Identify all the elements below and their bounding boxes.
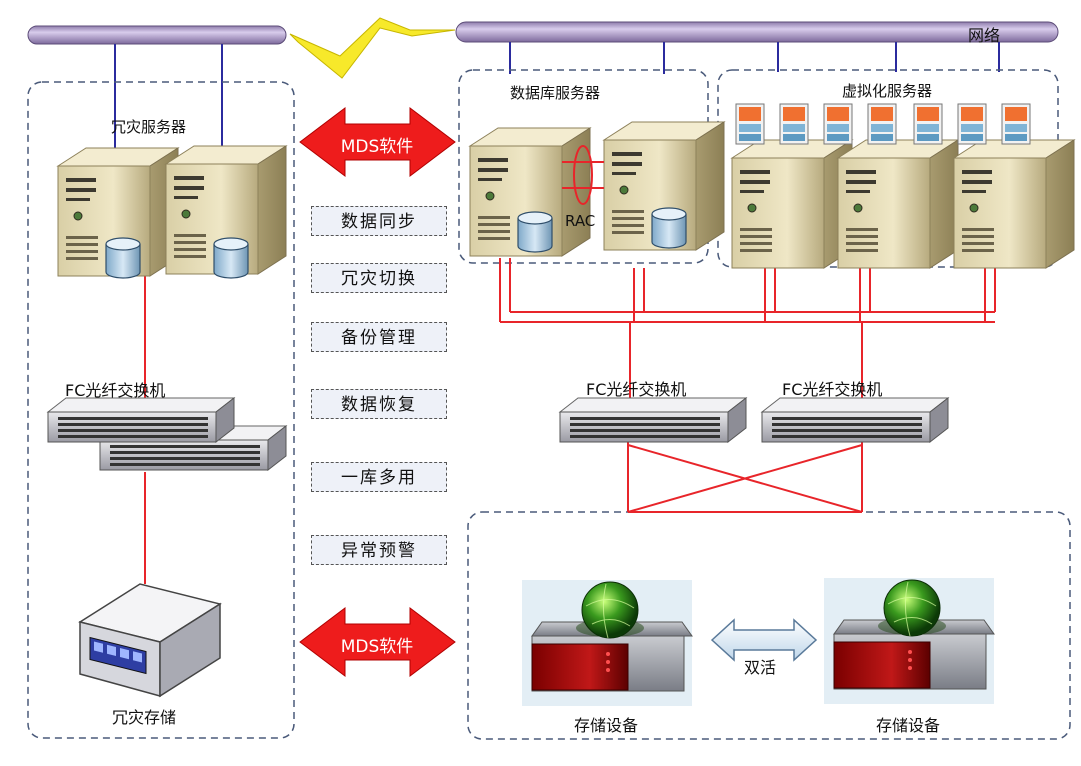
storage-device-2 [823,577,995,705]
mds-bottom-label: MDS软件 [340,637,414,657]
prod-fc-switch-2 [761,397,949,443]
feature-failover: 冗灾切换 [311,263,447,293]
feature-anomaly-alert: 异常预警 [311,535,447,565]
virt-server-3 [953,103,1075,269]
prod-fc-switch-1 [559,397,747,443]
storage-device-2-label: 存储设备 [876,716,941,735]
dr-storage [78,583,222,698]
feature-data-sync: 数据同步 [311,206,447,236]
virt-server-1 [731,103,853,269]
feature-backup-mgmt: 备份管理 [311,322,447,352]
network-links [114,42,1000,160]
rac-label: RAC [565,212,596,230]
dr-server-2 [165,145,287,279]
active-active-label: 双活 [744,658,777,677]
rac-interconnect [562,145,604,205]
virt-servers-label: 虚拟化服务器 [842,82,933,100]
dr-servers-label: 冗灾服务器 [111,118,187,136]
db-server-1 [469,127,591,257]
network-pipe-right [455,21,1059,43]
feature-data-recovery: 数据恢复 [311,389,447,419]
network-pipe-left [27,25,287,45]
mds-top-label: MDS软件 [340,137,414,157]
dr-switch-label: FC光纤交换机 [65,381,166,400]
db-server-2 [603,121,725,251]
dr-server-1 [57,147,179,279]
network-label: 网络 [968,26,1001,45]
virt-server-2 [837,103,959,269]
wan-lightning-icon [289,17,456,79]
db-servers-label: 数据库服务器 [510,84,601,102]
dr-fc-switch [47,397,287,471]
prod-switch-2-label: FC光纤交换机 [782,380,883,399]
fiber-links [144,258,996,584]
dr-storage-label: 冗灾存储 [112,708,177,727]
storage-device-1 [521,579,693,707]
storage-device-1-label: 存储设备 [574,716,639,735]
mds-arrow-top [299,106,456,178]
active-active-arrow [710,618,818,662]
feature-multi-use-db: 一库多用 [311,462,447,492]
prod-switch-1-label: FC光纤交换机 [586,380,687,399]
mds-arrow-bottom [299,606,456,678]
